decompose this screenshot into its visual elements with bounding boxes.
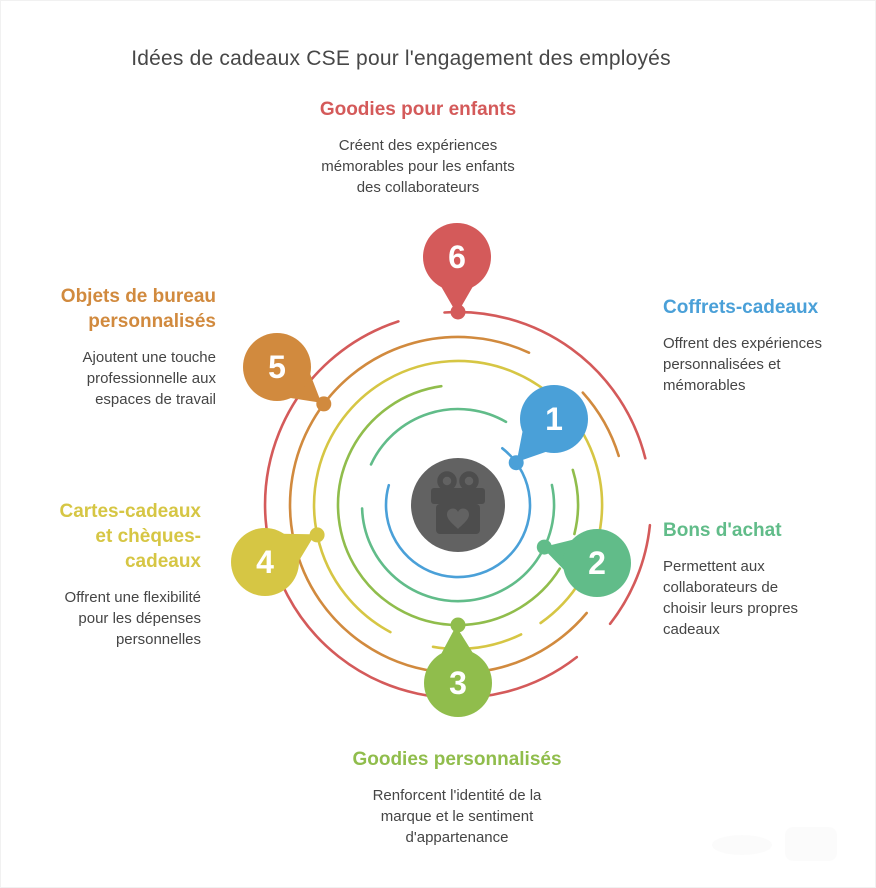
orbit-ring-2 <box>360 483 556 603</box>
item-label-4: Cartes-cadeaux et chèques- cadeaux <box>59 501 201 572</box>
item-block-6: Goodies pour enfants Créent des expérien… <box>243 97 593 198</box>
bubble-4: 4 <box>231 528 313 596</box>
bubble-circle-1 <box>520 385 588 453</box>
item-block-4: Cartes-cadeaux et chèques- cadeaux Offre… <box>11 499 201 650</box>
bubble-number-5: 5 <box>268 349 286 385</box>
item-block-3: Goodies personnalisés Renforcent l'ident… <box>282 747 632 848</box>
item-block-5: Objets de bureau personnalisés Ajoutent … <box>11 284 216 410</box>
orbit-ring-1 <box>384 447 532 579</box>
gift-heart <box>447 508 469 529</box>
bubble-number-6: 6 <box>448 239 466 275</box>
item-label-1: Coffrets-cadeaux <box>663 297 819 318</box>
bubble-5: 5 <box>243 333 320 403</box>
bubble-number-2: 2 <box>588 545 606 581</box>
orbit-ring-6 <box>443 310 647 460</box>
watermark <box>712 827 837 861</box>
center-gift-icon <box>411 458 505 552</box>
orbit-ring-4 <box>312 359 604 634</box>
bubble-3: 3 <box>424 628 492 717</box>
item-description-6: Créent des expériences mémorables pour l… <box>321 137 515 196</box>
orbit-dot-3 <box>450 617 466 633</box>
item-description-5: Ajoutent une touche professionnelle aux … <box>82 349 216 408</box>
bubble-circle-6 <box>423 223 491 291</box>
orbit-ring-6 <box>608 523 652 626</box>
item-label-2: Bons d'achat <box>663 520 782 541</box>
orbit-ring-4 <box>431 633 523 651</box>
bubble-circle-3 <box>424 649 492 717</box>
bubble-6: 6 <box>423 223 491 312</box>
orbit-ring-2 <box>369 407 508 466</box>
item-description-2: Permettent aux collaborateurs de choisir… <box>663 558 799 638</box>
bubble-circle-4 <box>231 528 299 596</box>
orbit-ring-5 <box>581 391 620 458</box>
item-description-1: Offrent des expériences personnalisées e… <box>663 335 822 394</box>
bubble-circle-2 <box>563 529 631 597</box>
orbit-dot-5 <box>316 396 332 412</box>
item-block-1: Coffrets-cadeaux Offrent des expériences… <box>663 295 843 396</box>
bubble-number-3: 3 <box>449 665 467 701</box>
gift-lid <box>431 488 485 504</box>
item-description-3: Renforcent l'identité de la marque et le… <box>372 787 542 846</box>
bubble-circle-5 <box>243 333 311 401</box>
bubble-number-1: 1 <box>545 401 563 437</box>
page-title: Idées de cadeaux CSE pour l'engagement d… <box>131 47 671 70</box>
orbit-dot-4 <box>309 527 325 543</box>
bubble-number-4: 4 <box>256 544 274 580</box>
bubble-1: 1 <box>517 385 588 461</box>
item-label-3: Goodies personnalisés <box>352 749 562 770</box>
item-block-2: Bons d'achat Permettent aux collaborateu… <box>663 518 843 640</box>
item-label-6: Goodies pour enfants <box>319 99 517 120</box>
item-label-5: Objets de bureau personnalisés <box>60 286 216 332</box>
bubble-2: 2 <box>544 529 631 597</box>
orbit-ring-3 <box>336 384 562 627</box>
item-description-4: Offrent une flexibilité pour les dépense… <box>64 589 201 648</box>
orbit-ring-3 <box>571 468 580 536</box>
